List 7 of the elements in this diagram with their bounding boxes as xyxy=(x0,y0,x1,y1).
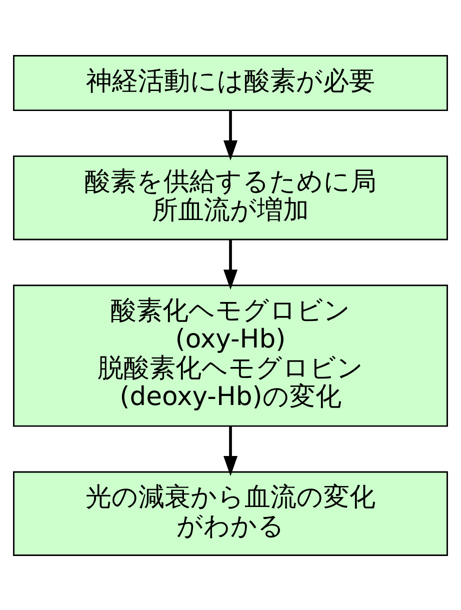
node-box: 酸素化ヘモグロビン (oxy-Hb) 脱酸素化ヘモグロビン (deoxy-Hb)の変化 xyxy=(13,284,448,426)
arrow xyxy=(223,426,238,476)
arrow xyxy=(223,239,238,290)
arrow xyxy=(223,110,238,160)
node-box: 酸素を供給するために局所血流が増加 xyxy=(13,155,448,240)
node-box: 光の減衰から血流の変化がわかる xyxy=(13,470,448,556)
node-box: 神経活動には酸素が必要 xyxy=(13,54,448,110)
